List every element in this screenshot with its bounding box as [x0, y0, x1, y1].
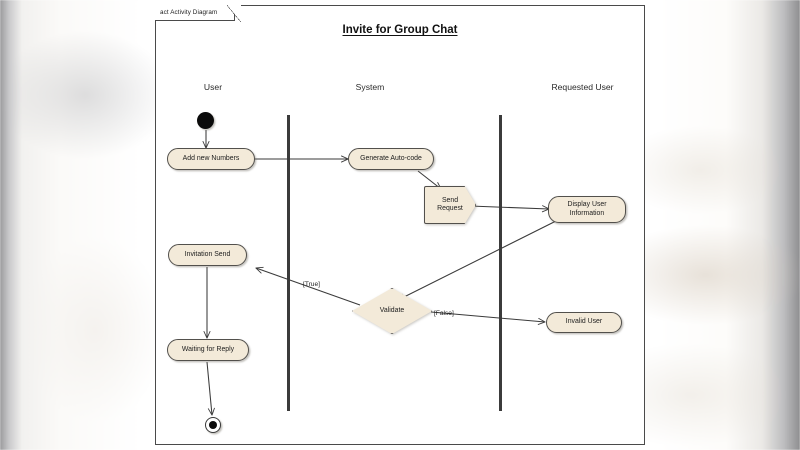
diagram-title: Invite for Group Chat: [342, 24, 458, 36]
swimlane-header-user: User: [203, 82, 223, 92]
edge-waiting-to-end: [206, 361, 212, 415]
swimlane-divider-2: [499, 115, 503, 411]
edge-label-false: [False]: [434, 310, 454, 317]
send-signal-label-line1: Send: [441, 196, 459, 204]
edge-validate-to-invalid: [430, 311, 545, 322]
action-waiting-for-reply[interactable]: Waiting for Reply: [167, 339, 249, 361]
swimlane-header-requested-user: Requested User: [551, 82, 614, 92]
final-node: [205, 417, 221, 433]
send-signal-send-request-wrap: Send Request: [424, 186, 476, 224]
edge-display-to-validate: [398, 220, 557, 300]
initial-node: [197, 112, 214, 129]
diagram-frame: [155, 5, 645, 445]
swimlane-header-system: System: [355, 82, 385, 92]
action-display-user-information[interactable]: Display User Information: [548, 196, 626, 223]
edge-validate-to-invitation: [256, 268, 361, 306]
decision-label: Validate: [379, 306, 405, 314]
edge-label-true: [True]: [303, 281, 320, 288]
decision-validate-wrap: Validate: [352, 288, 432, 334]
action-label: Waiting for Reply: [181, 345, 235, 353]
action-generate-auto-code[interactable]: Generate Auto-code: [348, 148, 434, 170]
frame-tab-corner: [227, 5, 241, 22]
swimlane-divider-1: [287, 115, 291, 411]
action-label: Generate Auto-code: [360, 154, 422, 162]
decision-validate[interactable]: Validate: [352, 288, 432, 334]
send-signal-label-line2: Request: [437, 205, 463, 212]
action-label: Invitation Send: [184, 250, 231, 258]
action-add-new-numbers[interactable]: Add new Numbers: [167, 148, 255, 170]
action-label-line2: Information: [569, 209, 605, 217]
action-invitation-send[interactable]: Invitation Send: [168, 244, 247, 266]
action-label: Invalid User: [565, 318, 603, 326]
edge-send-to-display: [469, 206, 549, 209]
action-invalid-user[interactable]: Invalid User: [546, 312, 622, 333]
send-signal-send-request[interactable]: Send Request: [424, 186, 476, 224]
action-label-line1: Display User: [567, 201, 607, 209]
action-label: Add new Numbers: [182, 154, 240, 162]
